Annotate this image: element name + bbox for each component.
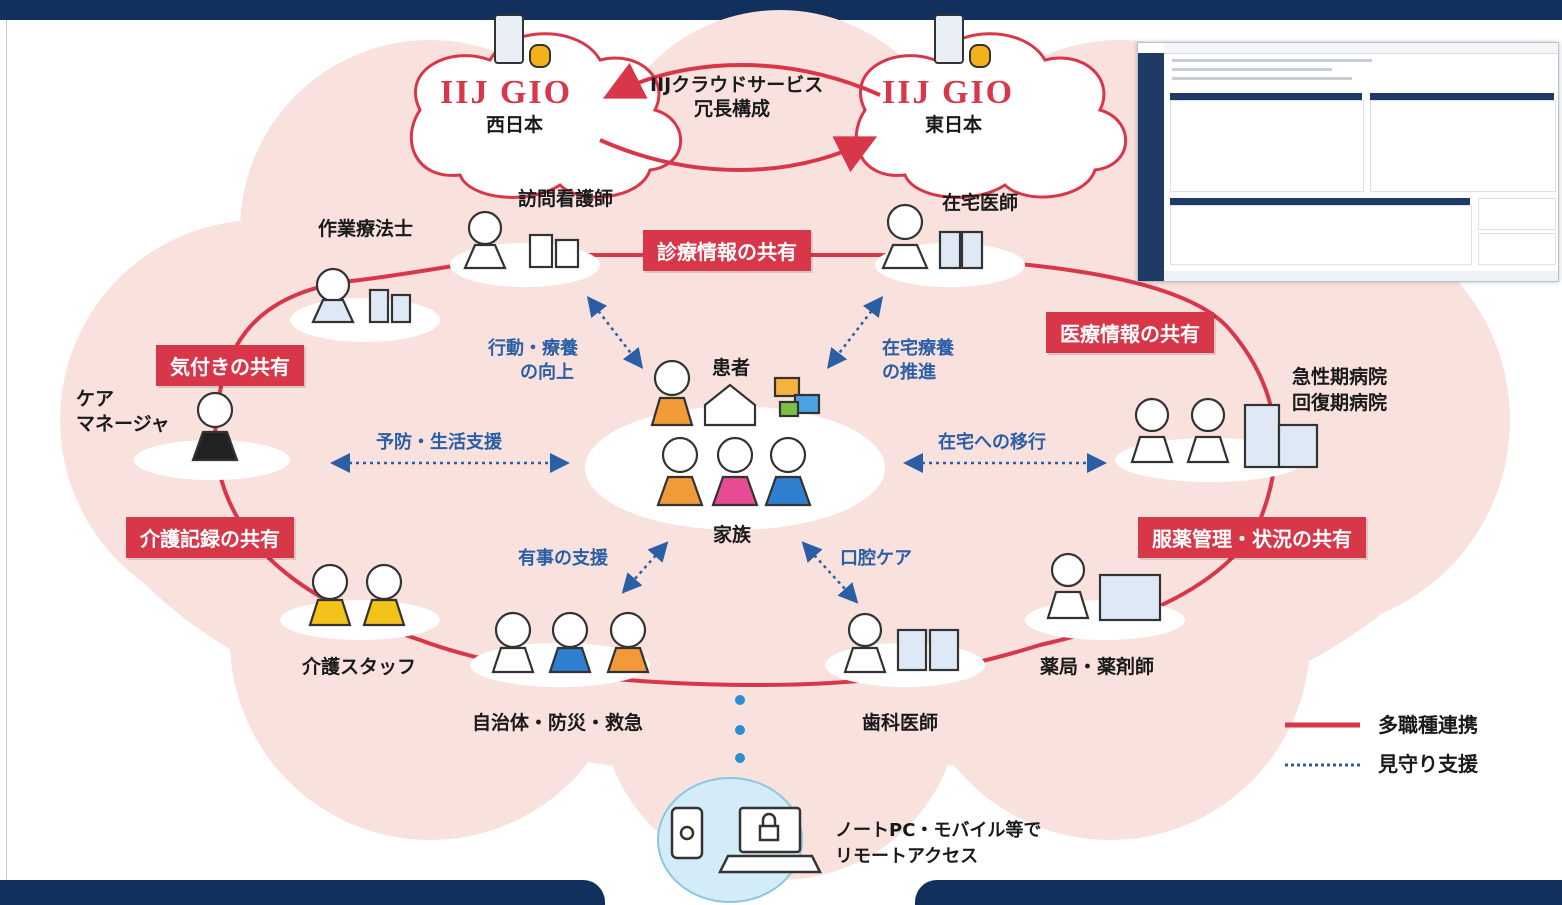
service-subtitle: 冗長構成 [694,98,771,120]
legend-multi-label: 多職種連携 [1378,713,1478,737]
ot-node [290,298,440,342]
thumb-notice-line [1172,77,1352,80]
support-arrows [330,296,1107,604]
support-emergency: 有事の支援 [518,548,608,569]
role-care-manager-l1: ケア [76,388,115,410]
support-home-care-l2: の推進 [882,362,936,383]
top-banner [0,0,1562,20]
tag-awareness: 気付きの共有 [156,345,304,386]
west-region: 西日本 [486,114,544,136]
support-behavior-l1: 行動・療養 [488,338,578,359]
thumb-panel [1170,100,1364,192]
role-family: 家族 [713,524,752,546]
role-home-doctor: 在宅医師 [942,192,1019,214]
thumb-panel-header [1170,93,1362,100]
role-patient: 患者 [712,357,751,379]
role-visiting-nurse: 訪問看護師 [518,188,614,210]
west-brand: IIJ GIO [440,74,573,111]
tag-medical-care: 診療情報の共有 [643,230,811,271]
support-oral-care: 口腔ケア [840,548,912,569]
role-care-staff: 介護スタッフ [302,656,417,678]
tag-care-records: 介護記録の共有 [126,517,294,558]
tag-medical-info: 医療情報の共有 [1046,312,1214,353]
support-prevention: 予防・生活支援 [376,432,502,453]
east-brand: IIJ GIO [882,74,1015,111]
server-icon [494,14,991,68]
thumb-footer [1164,271,1558,281]
bottom-tab-left [0,880,605,905]
thumb-notice-line [1172,59,1372,62]
remote-line1: ノートPC・モバイル等で [835,820,1042,841]
support-behavior-l2: の向上 [520,362,574,383]
support-transition: 在宅への移行 [938,432,1046,453]
east-region: 東日本 [925,114,983,136]
role-municipality: 自治体・防災・救急 [472,712,644,734]
thumb-stat-card [1478,233,1556,265]
carestaff-node [280,600,440,640]
role-pharmacy: 薬局・薬剤師 [1040,656,1155,678]
role-dentist: 歯科医師 [862,712,939,734]
laptop-icon [670,806,823,874]
app-screenshot-thumbnail [1137,42,1559,282]
support-home-care-l1: 在宅療養 [882,338,954,359]
service-title: IIJクラウドサービス [650,74,824,96]
thumb-stat-card [1478,198,1556,230]
role-care-manager-l2: マネージャ [76,413,170,435]
remote-line2: リモートアクセス [835,846,979,867]
thumb-panel-header [1370,93,1554,100]
thumb-panel [1170,205,1472,265]
left-edge-line [6,20,7,890]
thumb-sidebar [1138,53,1164,281]
legend-watch-label: 見守り支援 [1378,752,1478,776]
people-icons [191,203,1319,674]
role-acute-hospital-l1: 急性期病院 [1292,366,1388,388]
thumb-topbar [1164,43,1558,54]
tag-medication: 服薬管理・状況の共有 [1138,517,1366,558]
thumb-panel [1370,100,1556,192]
bottom-tab-right [915,880,1562,905]
role-ot: 作業療法士 [318,218,414,240]
thumb-notice-line [1172,68,1332,71]
role-acute-hospital-l2: 回復期病院 [1292,392,1388,414]
thumb-panel-header [1170,198,1470,205]
